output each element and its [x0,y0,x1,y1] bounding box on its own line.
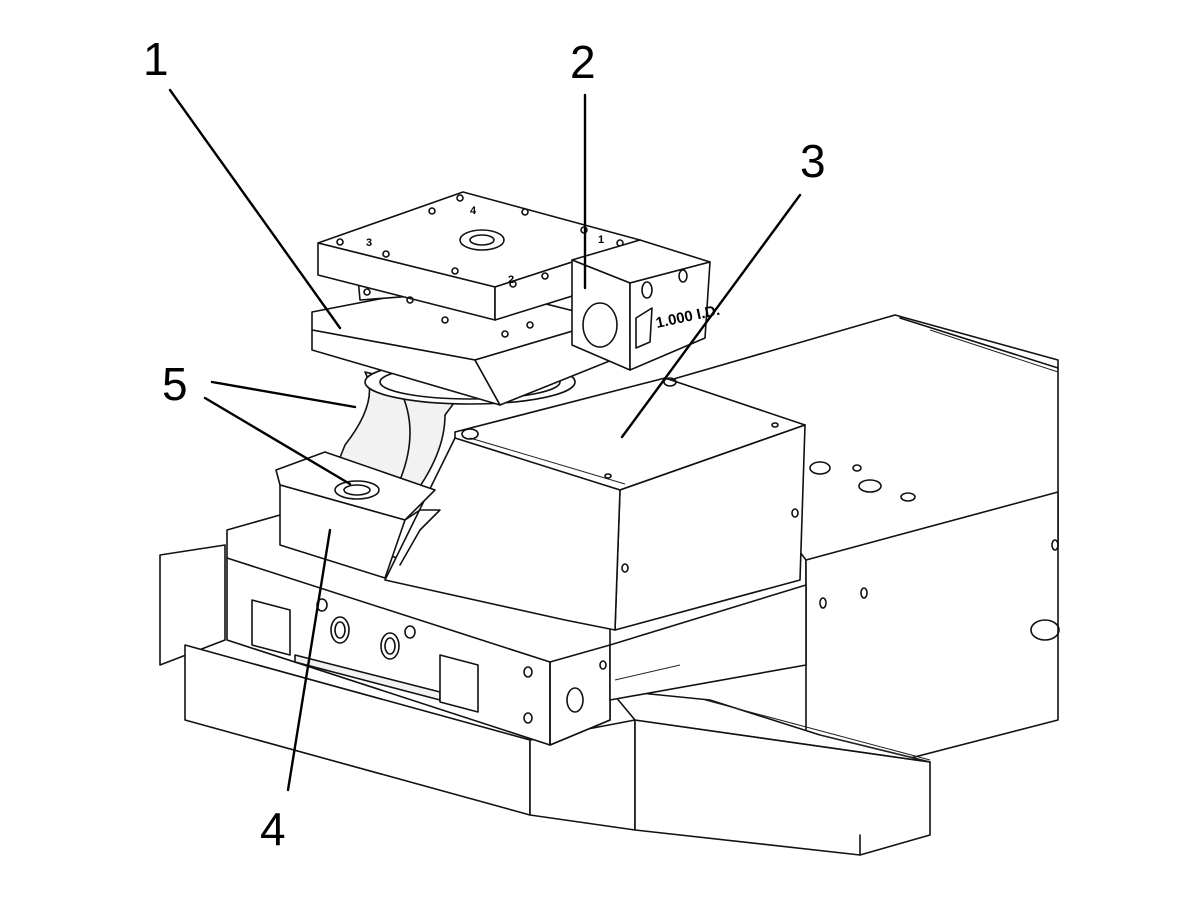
callout-1: 1 [143,33,169,85]
leader-5a [210,380,357,409]
callout-4: 4 [260,803,286,855]
plate-mark-1: 1 [598,234,604,246]
leader-4 [286,528,332,792]
locator-block: 1.000 I.D. [571,239,721,371]
leader-5b [203,396,352,486]
machine-table [669,314,1060,786]
leader-lines [168,88,802,792]
leader-1 [168,88,342,330]
cover-housing [384,377,806,631]
callout-2: 2 [570,36,596,88]
leader-3 [620,193,802,439]
callout-3: 3 [800,135,826,187]
plate-mark-4: 4 [470,205,477,217]
lower-slide-base [159,544,931,856]
callout-5: 5 [162,358,188,410]
fixture-top-plate: 3 4 2 1 [317,191,641,338]
plate-mark-2: 2 [508,274,514,286]
front-clamp-block [275,451,441,579]
callouts: 1 2 3 4 5 [143,33,826,855]
plate-mark-3: 3 [366,237,372,249]
